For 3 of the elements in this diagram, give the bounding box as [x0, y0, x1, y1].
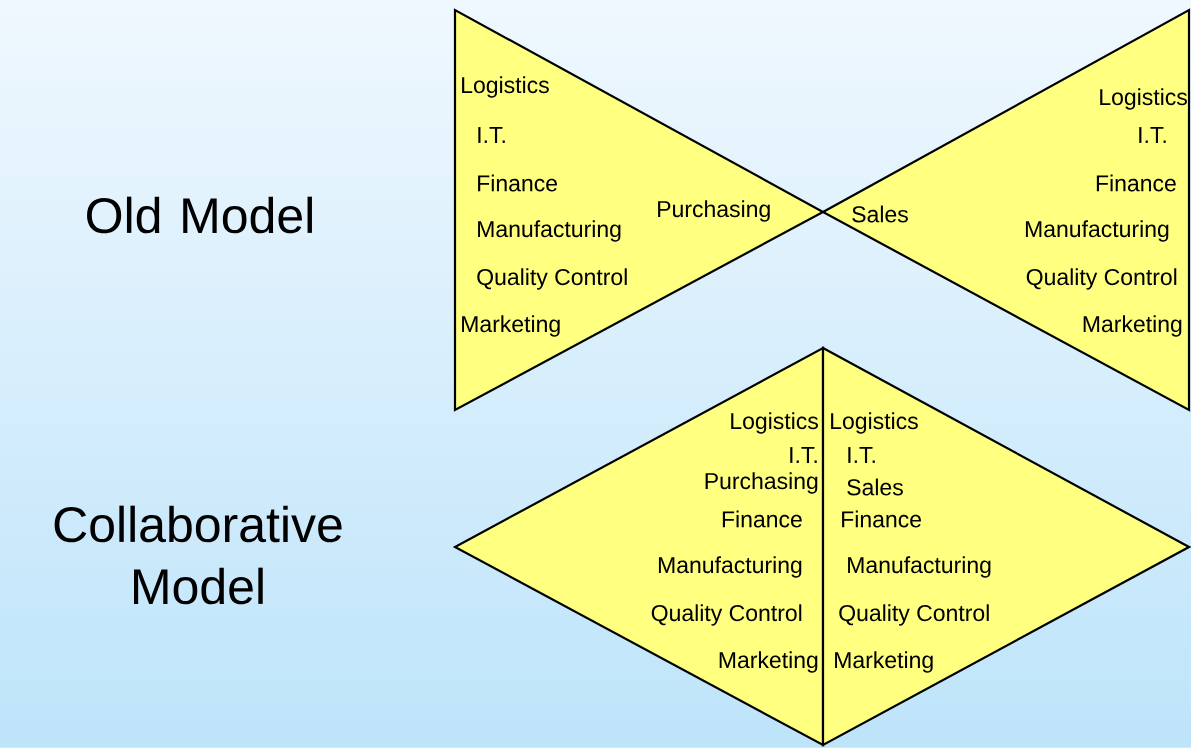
model-title: Old Model — [87, 196, 312, 234]
model-title: Collaborative Model — [54, 505, 342, 605]
triangle: Logistics I.T. Sales Finance Manufacturing Quality Control Marketing — [821, 346, 1191, 747]
